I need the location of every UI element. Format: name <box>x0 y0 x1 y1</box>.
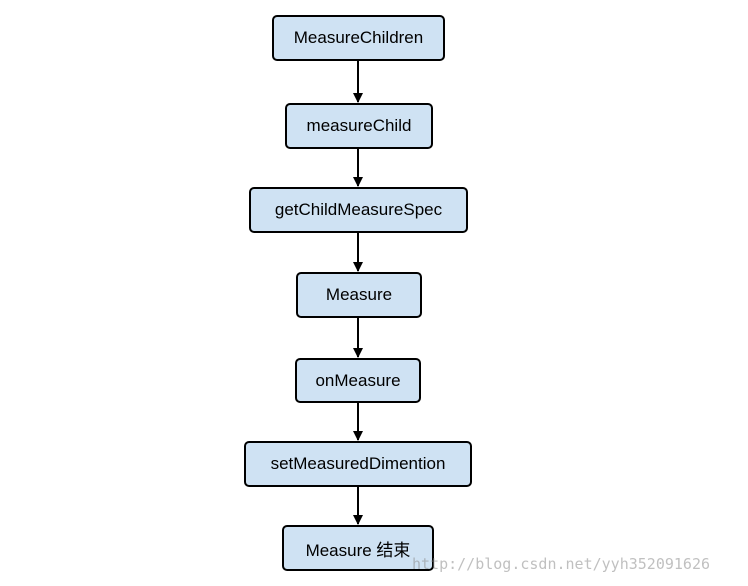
node-measure-end: Measure 结束 <box>282 525 434 571</box>
node-measure-children: MeasureChildren <box>272 15 445 61</box>
watermark-text: http://blog.csdn.net/yyh352091626 <box>412 555 711 573</box>
node-label: setMeasuredDimention <box>270 454 446 473</box>
node-measure: Measure <box>296 272 422 318</box>
node-label: onMeasure <box>315 370 401 390</box>
node-label: Measure <box>325 285 393 304</box>
node-label: getChildMeasureSpec <box>274 200 443 219</box>
node-label: measureChild <box>306 116 412 135</box>
node-set-measured-dimention: setMeasuredDimention <box>244 441 472 487</box>
node-label: MeasureChildren <box>293 28 424 47</box>
node-on-measure: onMeasure <box>295 358 421 403</box>
node-get-child-measure-spec: getChildMeasureSpec <box>249 187 468 233</box>
node-label: Measure 结束 <box>305 540 411 560</box>
node-measure-child: measureChild <box>285 103 433 149</box>
